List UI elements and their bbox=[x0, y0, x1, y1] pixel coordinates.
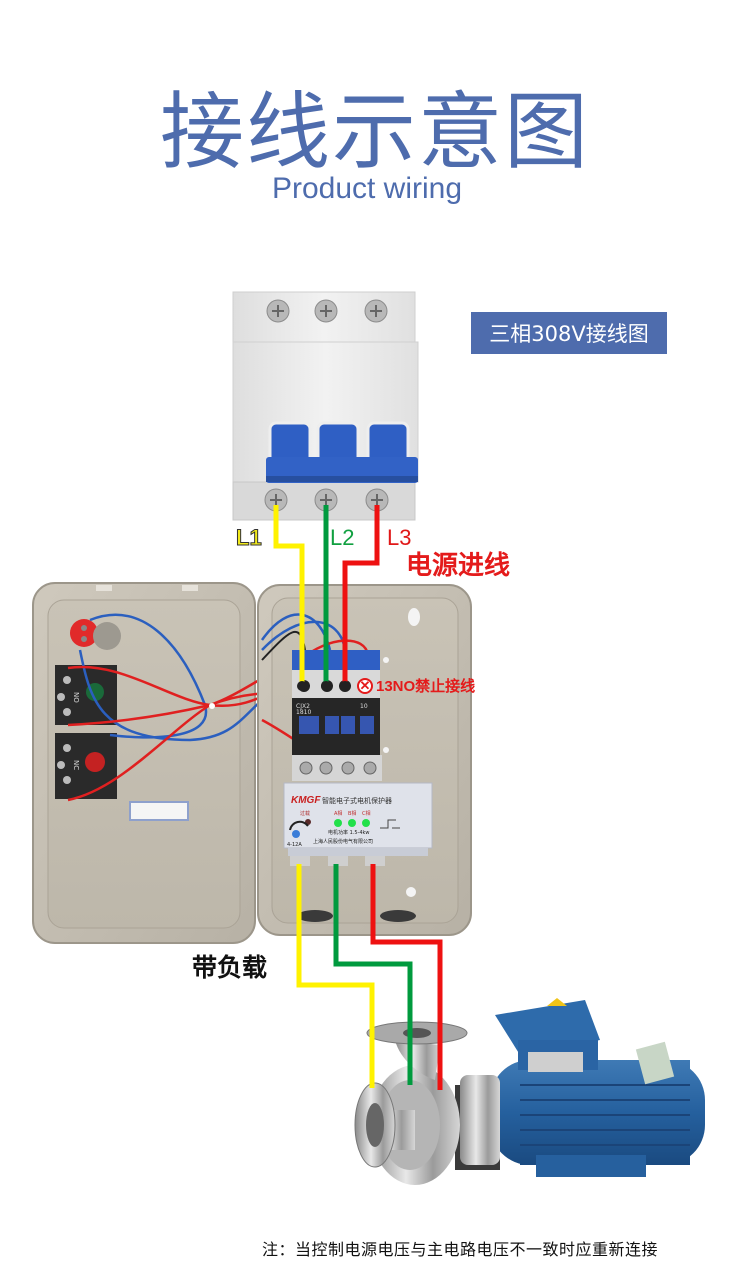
wire-endpoints bbox=[297, 681, 350, 691]
led-c bbox=[362, 819, 370, 827]
footnote: 注：当控制电源电压与主电路电压不一致时应重新连接 bbox=[262, 1240, 659, 1259]
wiring-type-badge: 三相308V接线图 bbox=[471, 312, 667, 354]
warning-text: 13NO禁止接线 bbox=[376, 678, 476, 695]
pump-motor bbox=[354, 998, 705, 1185]
indicator-lamp bbox=[70, 619, 98, 647]
load-label: 带负载 bbox=[192, 953, 268, 982]
contactor-rating: 1810 bbox=[296, 709, 311, 716]
phase-label-l1: L1 bbox=[236, 525, 263, 551]
switch-block-nc bbox=[55, 733, 117, 799]
phase-label-l3: L3 bbox=[387, 525, 412, 550]
contactor-aux: 10 bbox=[360, 703, 368, 710]
x-circle-icon: ✕ bbox=[357, 677, 373, 694]
breaker-bottom-screws bbox=[264, 488, 389, 512]
led-b bbox=[348, 819, 356, 827]
led-a-label: A相 bbox=[334, 810, 342, 817]
manufacturer: 上海人民股份电气有限公司 bbox=[313, 838, 373, 845]
protector-name: 智能电子式电机保护器 bbox=[322, 796, 392, 805]
power-range: 电机功率 1.5-4kw bbox=[328, 829, 370, 836]
motor-protector: KMGF 智能电子式电机保护器 过载 A相 B相 C相 4-12A 电机功率 1… bbox=[283, 782, 433, 866]
circuit-breaker bbox=[232, 291, 419, 521]
page-subtitle: Product wiring bbox=[271, 172, 463, 205]
protector-brand: KMGF bbox=[291, 795, 321, 806]
no-wiring-warning: ✕ 13NO禁止接线 bbox=[357, 675, 475, 696]
page-title: 接线示意图 bbox=[159, 83, 590, 181]
current-range: 4-12A bbox=[287, 842, 302, 848]
breaker-handle bbox=[266, 421, 418, 483]
led-b-label: B相 bbox=[348, 810, 356, 817]
overload-label: 过载 bbox=[300, 810, 310, 817]
phase-label-l2: L2 bbox=[330, 525, 355, 550]
contactor: CJX2 1810 10 bbox=[292, 650, 382, 781]
power-input-label: 电源进线 bbox=[406, 551, 511, 581]
led-c-label: C相 bbox=[362, 810, 371, 817]
contactor-model: CJX2 bbox=[296, 703, 310, 710]
switch-no-label: NO bbox=[72, 692, 80, 703]
wire-l3 bbox=[342, 505, 443, 1090]
wire-l1 bbox=[273, 505, 375, 1088]
switch-nc-label: NC bbox=[72, 760, 80, 770]
wire-l2 bbox=[323, 505, 413, 1085]
breaker-top-screws bbox=[266, 299, 388, 323]
control-box-door: NO NC bbox=[32, 582, 321, 944]
led-a bbox=[334, 819, 342, 827]
